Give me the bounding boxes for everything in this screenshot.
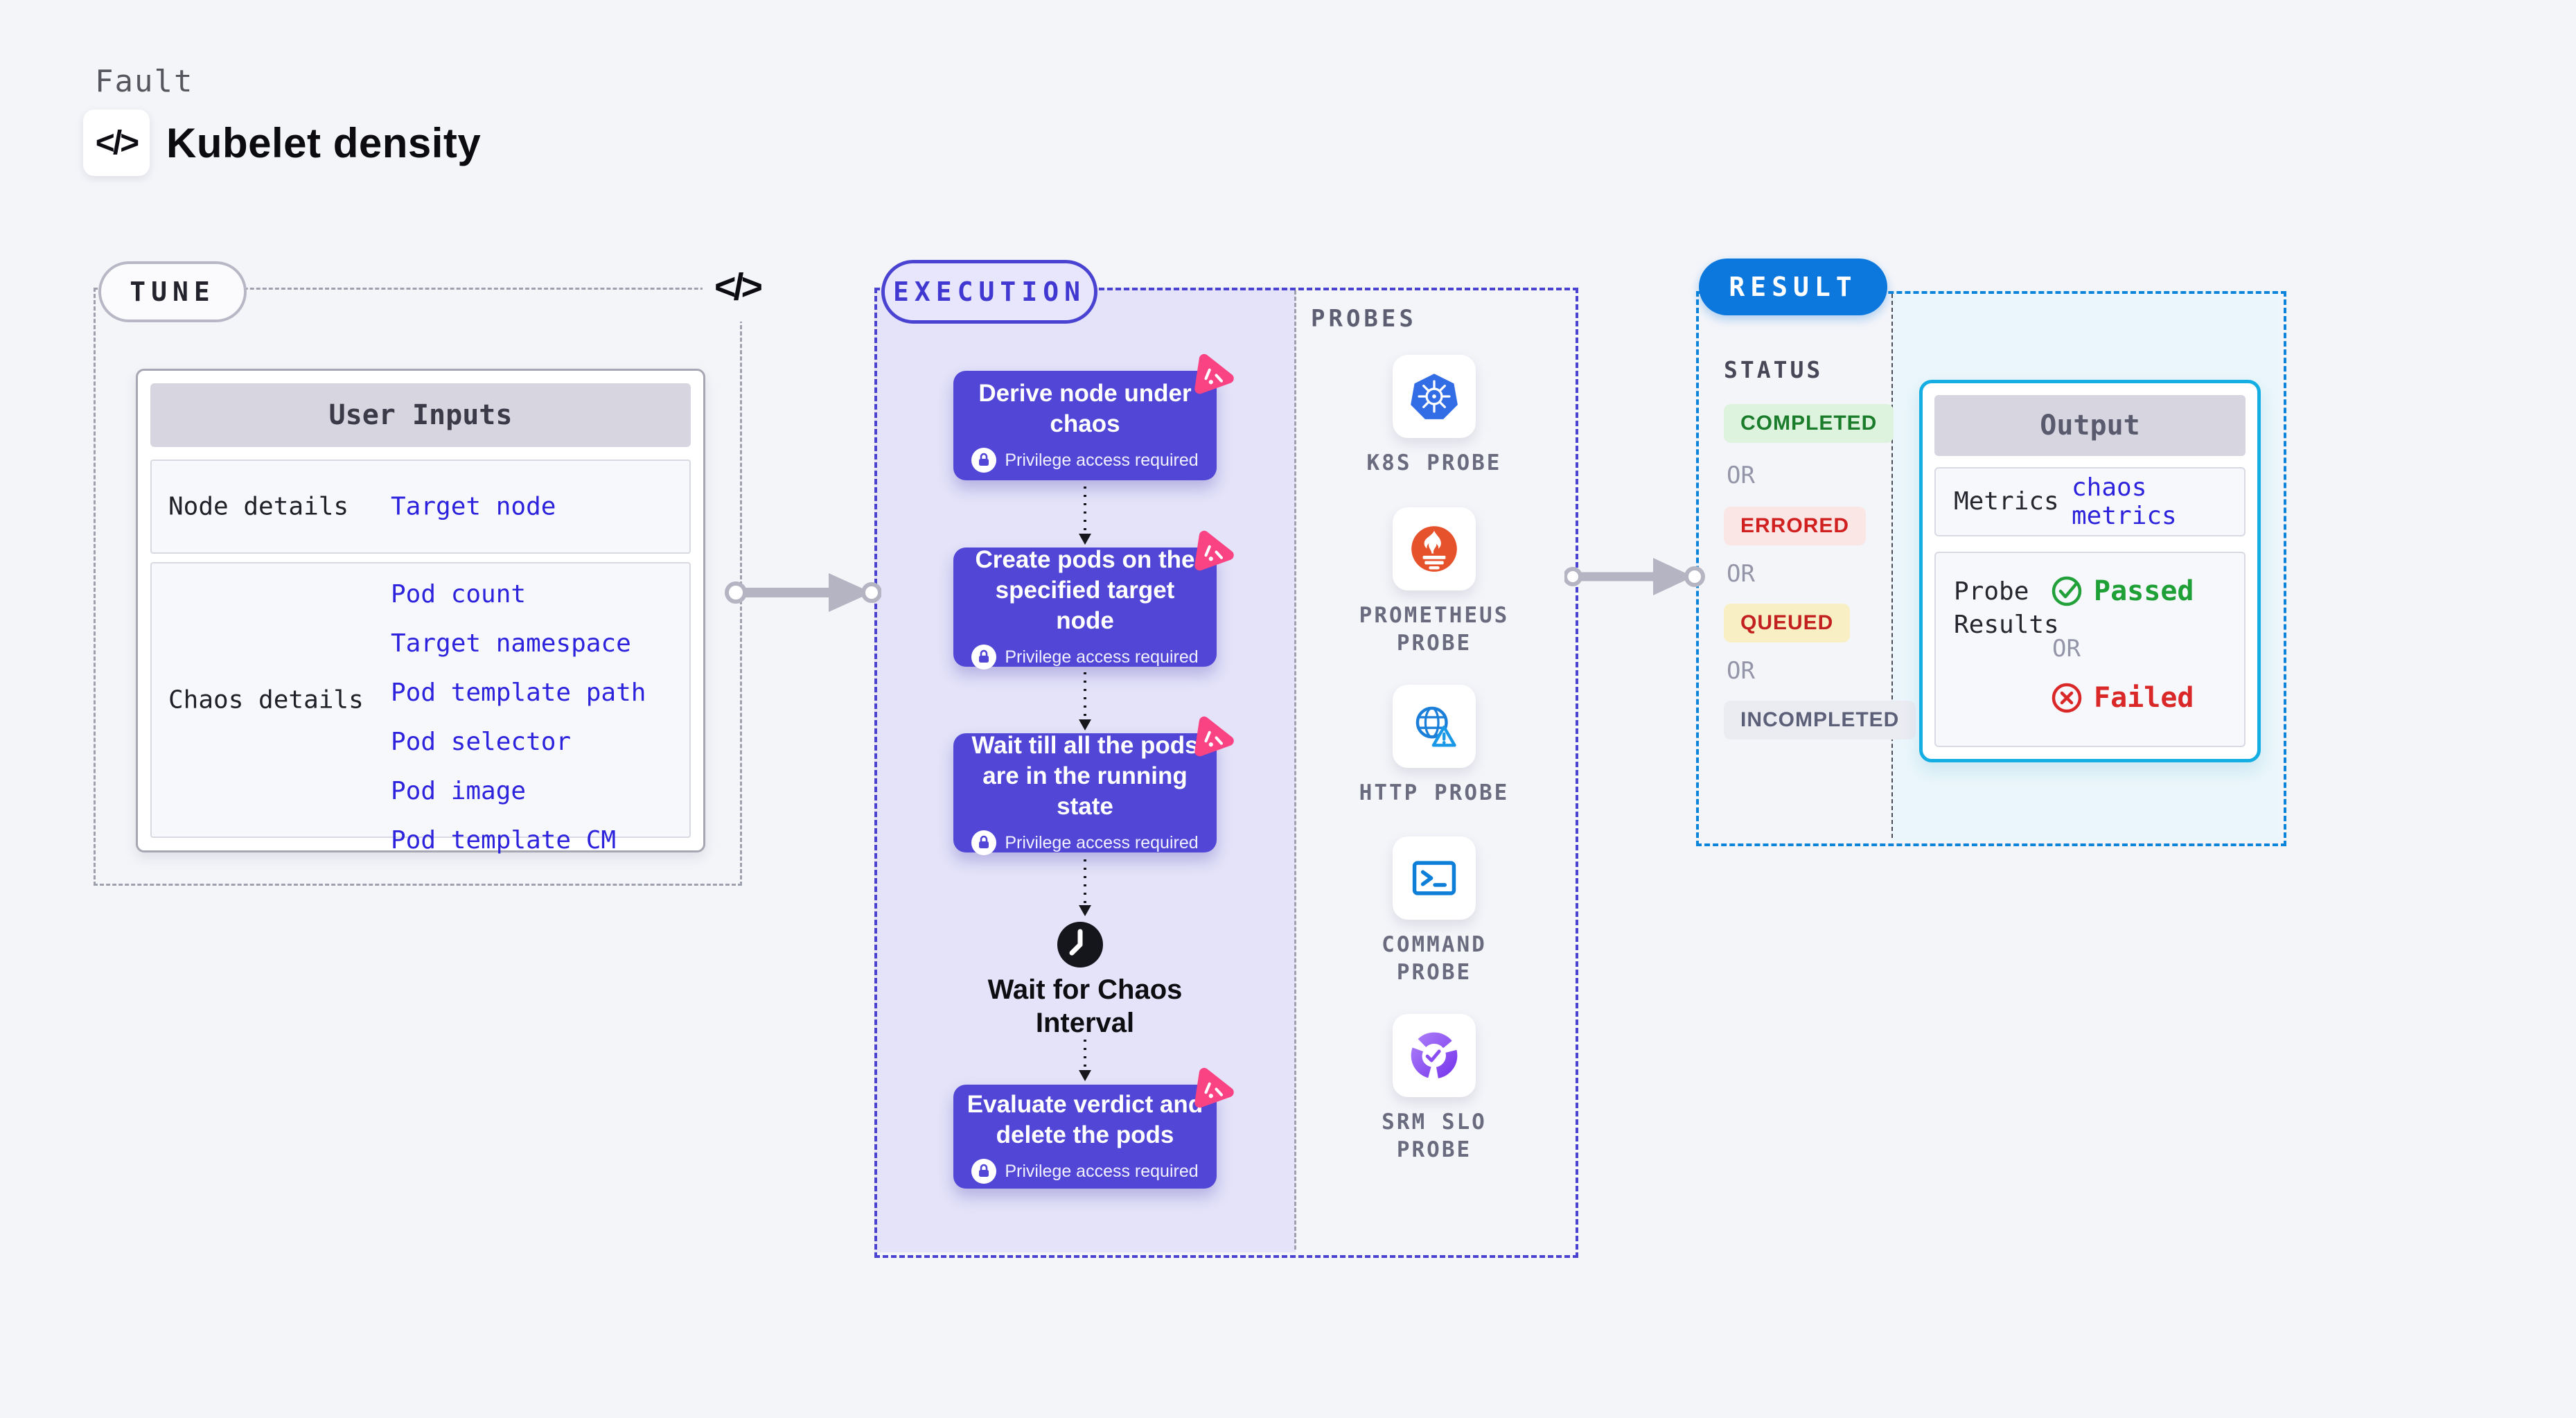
user-inputs-table: User Inputs Node details Target node Cha… bbox=[136, 369, 705, 855]
privilege-note: Privilege access required bbox=[971, 448, 1199, 473]
failed-label: Failed bbox=[2094, 682, 2194, 714]
step-wait-pods-running[interactable]: Wait till all the pods are in the runnin… bbox=[953, 716, 1234, 855]
table-row-probe-results: Probe Results Passed OR Failed bbox=[1934, 552, 2246, 747]
wait-for-chaos-interval-label: Wait for Chaos Interval bbox=[987, 974, 1183, 1038]
execution-probes-divider bbox=[1294, 290, 1296, 1250]
table-row-metrics: Metrics chaos metrics bbox=[1934, 467, 2246, 536]
fault-kicker: Fault bbox=[95, 64, 194, 99]
chaos-detail-values: Pod count Target namespace Pod template … bbox=[391, 580, 646, 855]
status-badge-completed: COMPLETED bbox=[1724, 404, 1894, 443]
step-title: Evaluate verdict and delete the pods bbox=[967, 1091, 1203, 1148]
status-badge-queued: QUEUED bbox=[1724, 604, 1851, 642]
litmus-chaos-icon bbox=[1194, 716, 1234, 757]
arrow-execution-to-result bbox=[1564, 558, 1705, 595]
kubernetes-icon bbox=[1411, 374, 1458, 419]
metrics-value-link[interactable]: chaos metrics bbox=[2072, 473, 2177, 530]
status-heading: STATUS bbox=[1724, 356, 1824, 383]
row-value-link[interactable]: Target node bbox=[391, 492, 556, 521]
passed-result: Passed bbox=[2051, 575, 2194, 607]
step-title: Create pods on the specified target node bbox=[975, 546, 1195, 634]
probe-label: K8S PROBE bbox=[1366, 450, 1502, 475]
page-title: Kubelet density bbox=[166, 120, 482, 166]
probe-label: HTTP PROBE bbox=[1359, 780, 1510, 805]
code-icon-corner: </> bbox=[703, 252, 772, 322]
clock-icon bbox=[1057, 922, 1103, 968]
command-probe-icon bbox=[1412, 861, 1456, 895]
metrics-label: Metrics bbox=[1954, 487, 2059, 516]
or-separator: OR bbox=[1727, 657, 1755, 685]
step-connector bbox=[1079, 672, 1091, 730]
privilege-note: Privilege access required bbox=[971, 830, 1199, 855]
probe-results-label: Probe Results bbox=[1954, 577, 2059, 639]
row-value-link[interactable]: Pod template CM bbox=[391, 826, 617, 855]
row-value-link[interactable]: Target namespace bbox=[391, 629, 631, 658]
step-evaluate-verdict[interactable]: Evaluate verdict and delete the pods Pri… bbox=[953, 1067, 1234, 1189]
probes-heading: PROBES bbox=[1311, 305, 1417, 333]
step-title: Derive node under chaos bbox=[978, 380, 1192, 437]
x-circle-icon bbox=[2052, 683, 2082, 713]
lock-icon bbox=[971, 645, 997, 669]
probe-label: COMMAND PROBE bbox=[1382, 932, 1487, 985]
or-separator: OR bbox=[2052, 635, 2081, 663]
row-value-link[interactable]: Pod count bbox=[391, 580, 527, 609]
probe-card-http[interactable] bbox=[1393, 685, 1476, 768]
litmus-chaos-icon bbox=[1194, 530, 1234, 571]
step-create-pods[interactable]: Create pods on the specified target node… bbox=[953, 530, 1234, 669]
passed-label: Passed bbox=[2094, 575, 2194, 607]
result-badge: RESULT bbox=[1699, 259, 1887, 315]
probe-label: SRM SLO PROBE bbox=[1382, 1110, 1487, 1162]
execution-badge: EXECUTION bbox=[881, 260, 1097, 324]
step-title: Wait till all the pods are in the runnin… bbox=[971, 732, 1199, 820]
srm-slo-probe-icon bbox=[1411, 1032, 1458, 1079]
output-header: Output bbox=[1934, 395, 2246, 456]
table-row-chaos-details: Chaos details Pod count Target namespace… bbox=[150, 562, 691, 855]
status-badge-errored: ERRORED bbox=[1724, 507, 1867, 545]
check-circle-icon bbox=[2052, 576, 2082, 606]
row-value-link[interactable]: Pod selector bbox=[391, 728, 572, 756]
probe-card-prometheus[interactable] bbox=[1393, 507, 1476, 590]
execution-section-box bbox=[874, 288, 1578, 1258]
table-row-node-details: Node details Target node bbox=[150, 459, 691, 554]
probe-card-srm-slo[interactable] bbox=[1393, 1014, 1476, 1097]
litmus-chaos-icon bbox=[1194, 353, 1234, 394]
row-label: Node details bbox=[168, 492, 349, 521]
or-separator: OR bbox=[1727, 462, 1755, 489]
failed-result: Failed bbox=[2051, 682, 2194, 714]
privilege-note: Privilege access required bbox=[971, 1159, 1199, 1184]
probe-label: PROMETHEUS PROBE bbox=[1359, 603, 1510, 656]
or-separator: OR bbox=[1727, 560, 1755, 588]
lock-icon bbox=[971, 1159, 997, 1184]
arrow-tune-to-execution bbox=[725, 573, 881, 612]
user-inputs-header: User Inputs bbox=[150, 383, 691, 447]
step-connector bbox=[1079, 859, 1091, 916]
output-table: Output Metrics chaos metrics Probe Resul… bbox=[1919, 380, 2261, 762]
status-badge-incompleted: INCOMPLETED bbox=[1724, 701, 1916, 739]
prometheus-icon bbox=[1411, 526, 1457, 572]
step-connector bbox=[1079, 1040, 1091, 1081]
http-probe-icon bbox=[1415, 706, 1456, 747]
probe-card-k8s[interactable] bbox=[1393, 355, 1476, 438]
probe-card-command[interactable] bbox=[1393, 837, 1476, 920]
code-icon: </> bbox=[83, 110, 150, 176]
privilege-note: Privilege access required bbox=[971, 645, 1199, 669]
row-value-link[interactable]: Pod template path bbox=[391, 679, 646, 707]
litmus-chaos-icon bbox=[1194, 1067, 1234, 1108]
step-derive-node[interactable]: Derive node under chaos Privilege access… bbox=[953, 353, 1234, 480]
status-output-divider bbox=[1891, 294, 1893, 838]
row-value-link[interactable]: Pod image bbox=[391, 777, 527, 805]
tune-badge: TUNE bbox=[98, 261, 247, 322]
lock-icon bbox=[971, 830, 997, 855]
lock-icon bbox=[971, 448, 997, 473]
row-label: Chaos details bbox=[168, 685, 364, 715]
step-connector bbox=[1079, 487, 1091, 545]
